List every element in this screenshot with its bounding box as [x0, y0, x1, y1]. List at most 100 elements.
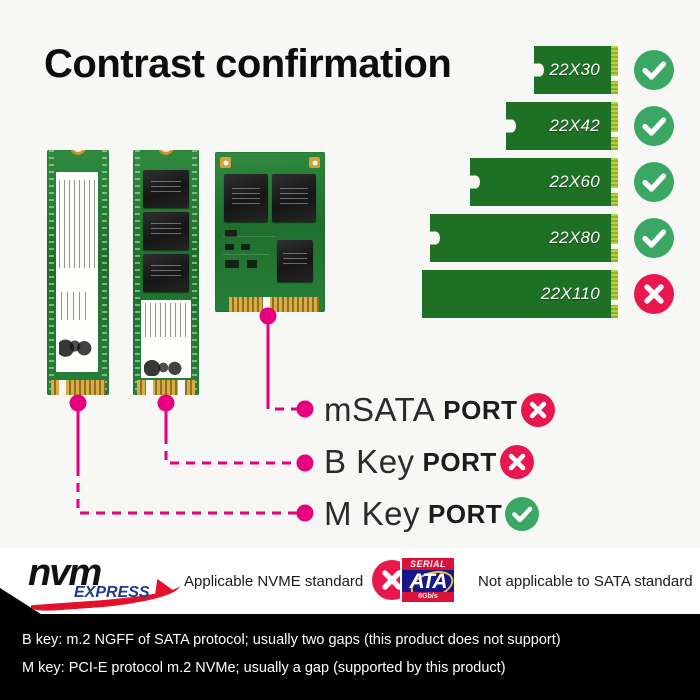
status-badge-check [634, 218, 674, 258]
pcb-trace [223, 254, 269, 255]
pcb-body [133, 150, 199, 395]
size-row-22x42: 22X42 [430, 102, 674, 150]
smd-component [225, 230, 237, 237]
key-notch-icon [469, 175, 480, 189]
connector-pins [611, 270, 618, 318]
status-badge-cross [499, 445, 534, 479]
size-row-22x80: 22X80 [429, 214, 674, 262]
status-badge-cross [520, 393, 555, 427]
callout-dot-m-key-source [69, 394, 87, 412]
port-row-m-key: M Key PORT [324, 492, 540, 536]
ssd-photo-msata [215, 152, 325, 312]
size-row-22x30: 22X30 [430, 46, 674, 94]
sata-speed-text: 6Gb/s [402, 592, 454, 602]
pcb-edge-plating-right [192, 150, 197, 395]
size-label: 22X30 [549, 60, 600, 79]
standards-bar [0, 548, 700, 614]
nvm-brand-text: nvm [28, 552, 102, 594]
connector-pins [611, 158, 618, 206]
port-name-label: M Key [324, 495, 421, 532]
note-m-key: M key: PCI-E protocol m.2 NVMe; usually … [22, 660, 506, 676]
callout-dot-msata-source [259, 307, 277, 325]
controller-chip [277, 240, 313, 282]
sata-logo: SERIAL ATA 6Gb/s [372, 556, 468, 604]
callout-dot-msata-target [296, 400, 314, 418]
pin-gap [611, 299, 618, 305]
smd-component [241, 244, 250, 250]
size-label: 22X80 [549, 228, 600, 247]
size-label: 22X110 [540, 284, 600, 303]
size-comparison-chart: 22X30 22X42 22X60 [422, 46, 700, 366]
pin-gap [611, 131, 618, 137]
nand-chip [272, 174, 316, 222]
sata-standard-note: Not applicable to SATA standard [478, 573, 693, 590]
ssd-module-graphic: 22X80 [429, 214, 618, 262]
size-row-22x60: 22X60 [430, 158, 674, 206]
port-word-label: PORT [443, 394, 518, 425]
ssd-module-graphic: 22X110 [422, 270, 618, 318]
sata-serial-text: SERIAL [402, 558, 454, 570]
pcb-edge-plating-left [49, 150, 54, 395]
sata-ata-text: ATA [409, 570, 447, 593]
port-word-label: PORT [422, 446, 497, 477]
mounting-pad [309, 157, 320, 168]
nand-chip [143, 212, 189, 250]
status-badge-check [634, 50, 674, 90]
note-b-key: B key: m.2 NGFF of SATA protocol; usuall… [22, 632, 561, 648]
pin-gap [611, 243, 618, 249]
ssd-photo-b-key [133, 150, 199, 395]
footer-notes-bar: B key: m.2 NGFF of SATA protocol; usuall… [0, 614, 700, 700]
mounting-notch-icon [70, 150, 86, 155]
callout-dot-b-key-source [157, 394, 175, 412]
callout-dot-m-key-target [296, 504, 314, 522]
status-badge-check [634, 162, 674, 202]
port-name-label: B Key [324, 443, 415, 480]
pcb-trace [223, 236, 275, 237]
ssd-module-graphic: 22X42 [505, 102, 618, 150]
smd-component [247, 260, 257, 268]
pcb-edge-plating-left [135, 150, 140, 395]
connector-pins [611, 102, 618, 150]
size-row-22x110: 22X110 [422, 270, 674, 318]
pcb-edge-plating-right [102, 150, 107, 395]
port-word-label: PORT [428, 498, 503, 529]
smd-component [225, 244, 234, 250]
status-badge-check [505, 497, 540, 531]
mounting-pad [220, 157, 231, 168]
msata-key-notch [263, 297, 270, 312]
connector-pins [611, 214, 618, 262]
m-key-notch [59, 380, 66, 395]
status-badge-check [634, 106, 674, 146]
b-key-notch [146, 380, 153, 395]
nvm-express-logo: nvm EXPRESS [28, 552, 188, 613]
key-notch-icon [505, 119, 516, 133]
nvme-standard-note: Applicable NVME standard [184, 573, 364, 590]
pin-gap [611, 187, 618, 193]
mounting-notch-icon [158, 150, 174, 155]
size-label: 22X60 [549, 172, 600, 191]
size-label: 22X42 [549, 116, 600, 135]
ssd-photo-m-key [47, 150, 109, 395]
nvm-subbrand-text: EXPRESS [74, 584, 150, 601]
pcb-body [215, 152, 325, 312]
callout-dot-b-key-target [296, 454, 314, 472]
nand-chip [143, 170, 189, 208]
nand-chip [224, 174, 268, 222]
sata-badge: SERIAL ATA 6Gb/s [400, 556, 456, 604]
nvm-arrow-icon [154, 578, 175, 600]
ssd-product-label [141, 300, 191, 378]
msata-edge-connector [229, 297, 319, 312]
key-notch-icon [429, 231, 440, 245]
ssd-module-graphic: 22X60 [469, 158, 618, 206]
smd-component [225, 260, 239, 268]
status-badge-cross [634, 274, 674, 314]
page-title: Contrast confirmation [44, 42, 452, 86]
ssd-module-graphic: 22X30 [533, 46, 618, 94]
pcb-body [47, 150, 109, 395]
port-name-label: mSATA [324, 391, 436, 428]
connector-pins [611, 46, 618, 94]
port-row-msata: mSATA PORT [324, 388, 555, 432]
ssd-product-label [56, 172, 98, 372]
nand-chip [143, 254, 189, 292]
